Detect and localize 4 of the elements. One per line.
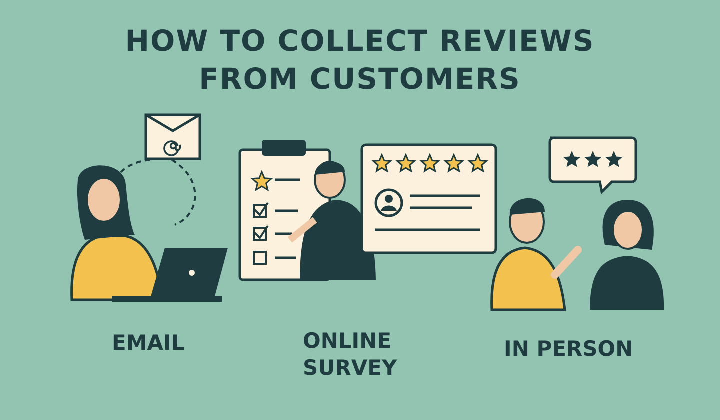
method-label: ONLINE SURVEY — [303, 328, 398, 382]
method-label: EMAIL — [112, 330, 186, 357]
title: HOW TO COLLECT REVIEWS FROM CUSTOMERS — [124, 23, 596, 98]
method-label: IN PERSON — [504, 336, 634, 363]
